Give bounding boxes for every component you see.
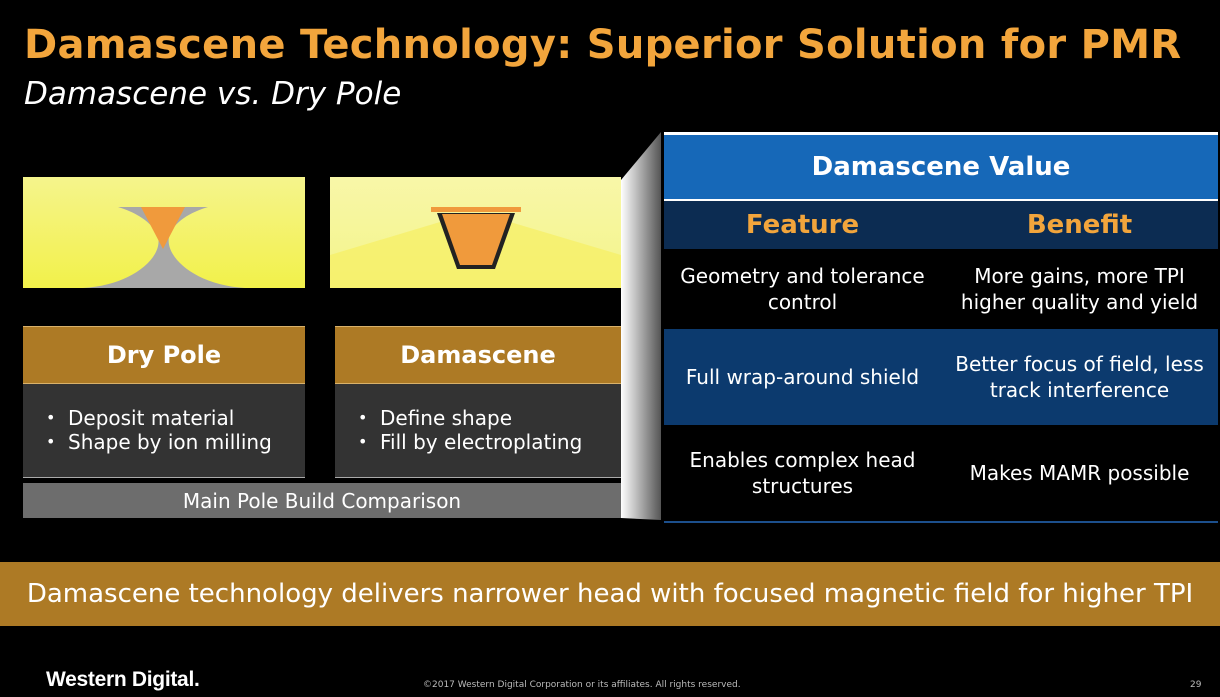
damascene-steps: Define shape Fill by electroplating — [335, 384, 621, 478]
damascene-main-pole — [442, 214, 510, 265]
list-item: Deposit material — [46, 406, 305, 430]
slide-subtitle: Damascene vs. Dry Pole — [24, 76, 402, 112]
column-header-feature: Feature — [745, 210, 860, 240]
feature-cell: Geometry and tolerance control — [680, 264, 925, 314]
table-row: Full wrap-around shield Better focus of … — [664, 329, 1218, 425]
dry-pole-diagram — [23, 177, 305, 288]
comparison-caption: Main Pole Build Comparison — [23, 483, 621, 518]
benefit-cell: Makes MAMR possible — [969, 461, 1190, 485]
dry-pole-shield-shape — [83, 207, 245, 288]
slide-title: Damascene Technology: Superior Solution … — [24, 22, 1182, 68]
column-header-benefit: Benefit — [1026, 210, 1133, 240]
copyright-notice: ©2017 Western Digital Corporation or its… — [423, 680, 741, 690]
page-number: 29 — [1190, 680, 1202, 690]
damascene-heading: Damascene — [335, 326, 621, 384]
benefit-cell: Better focus of field, less track interf… — [955, 352, 1204, 402]
dry-pole-main-pole — [141, 207, 185, 249]
feature-cell: Full wrap-around shield — [685, 365, 920, 389]
damascene-value-table: Damascene Value Feature Benefit Geometry… — [664, 132, 1218, 523]
list-item: Shape by ion milling — [46, 430, 305, 454]
dry-pole-steps: Deposit material Shape by ion milling — [23, 384, 305, 478]
callout-bracket — [621, 132, 661, 520]
dry-pole-heading: Dry Pole — [23, 326, 305, 384]
benefit-cell: More gains, more TPI higher quality and … — [960, 264, 1199, 314]
table-row: Enables complex head structures Makes MA… — [664, 425, 1218, 523]
table-title: Damascene Value — [664, 132, 1218, 201]
list-item: Define shape — [358, 406, 621, 430]
table-row: Geometry and tolerance control More gain… — [664, 249, 1218, 329]
tagline-banner: Damascene technology delivers narrower h… — [0, 562, 1220, 626]
list-item: Fill by electroplating — [358, 430, 621, 454]
damascene-cap-layer — [431, 207, 521, 212]
damascene-diagram — [330, 177, 621, 288]
feature-cell: Enables complex head structures — [689, 448, 916, 498]
western-digital-logo: Western Digital. — [46, 668, 200, 691]
table-header-row: Feature Benefit — [664, 201, 1218, 249]
